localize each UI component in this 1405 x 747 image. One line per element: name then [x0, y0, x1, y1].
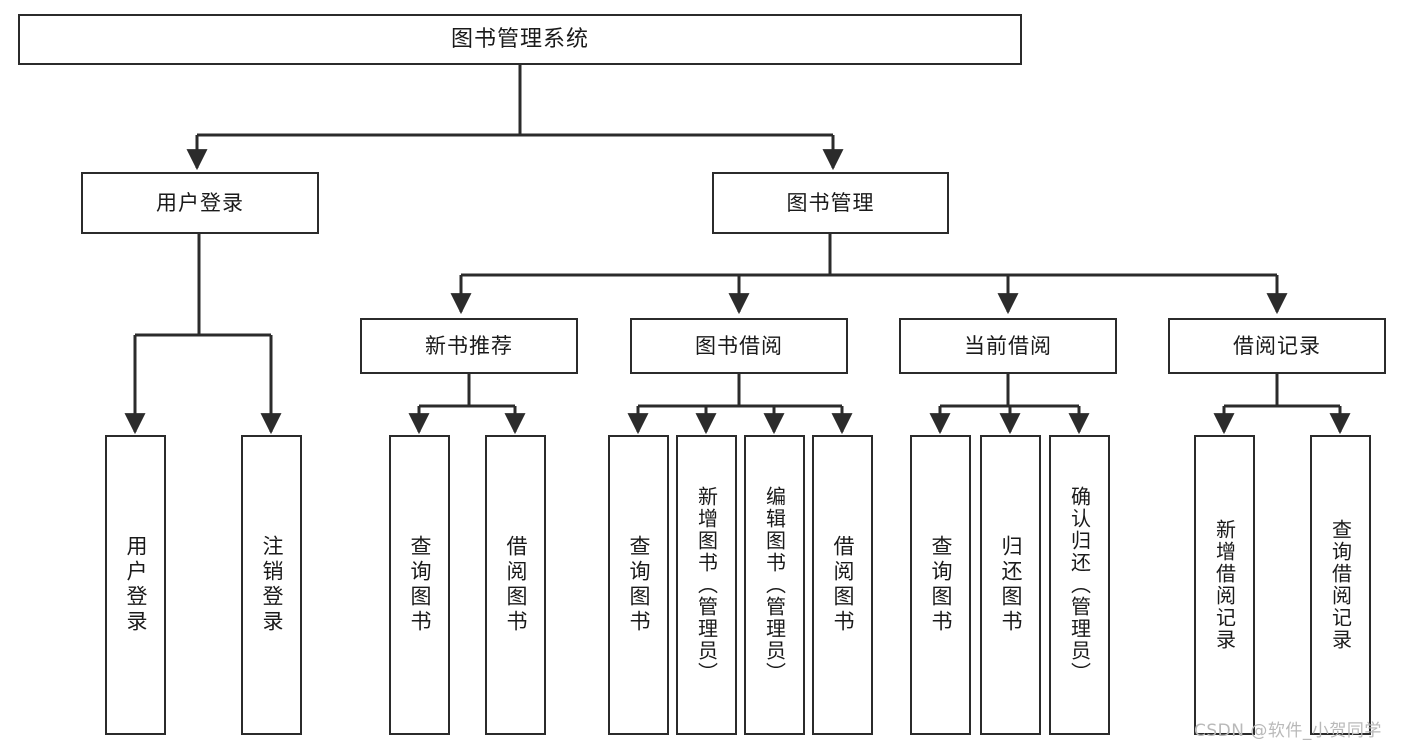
node-current-borrow[interactable]: 当前借阅: [899, 318, 1117, 374]
node-label: 新增图书（管理员）: [694, 486, 719, 684]
node-label: 图书管理: [786, 190, 875, 215]
leaf-book-borrow-edit-book-admin[interactable]: 编辑图书（管理员）: [744, 435, 805, 735]
leaf-user-login-login[interactable]: 用户登录: [105, 435, 166, 735]
node-label: 当前借阅: [964, 333, 1052, 358]
node-label: 用户登录: [124, 535, 148, 635]
node-book-management[interactable]: 图书管理: [712, 172, 949, 234]
leaf-book-borrow-borrow-book[interactable]: 借阅图书: [812, 435, 873, 735]
node-label: 注销登录: [260, 535, 284, 635]
node-label: 查询图书: [929, 535, 953, 635]
node-label: 查询借阅记录: [1328, 519, 1353, 651]
leaf-book-borrow-add-book-admin[interactable]: 新增图书（管理员）: [676, 435, 737, 735]
node-label: 借阅图书: [831, 535, 855, 635]
leaf-borrow-record-query-record[interactable]: 查询借阅记录: [1310, 435, 1371, 735]
node-label: 查询图书: [627, 535, 651, 635]
leaf-new-book-borrow-book[interactable]: 借阅图书: [485, 435, 546, 735]
leaf-current-borrow-query-book[interactable]: 查询图书: [910, 435, 971, 735]
node-user-login[interactable]: 用户登录: [81, 172, 319, 234]
node-label: 用户登录: [156, 190, 244, 215]
node-label: 确认归还（管理员）: [1067, 486, 1092, 684]
leaf-current-borrow-confirm-return-admin[interactable]: 确认归还（管理员）: [1049, 435, 1110, 735]
node-root-book-management-system[interactable]: 图书管理系统: [18, 14, 1022, 65]
leaf-new-book-query-book[interactable]: 查询图书: [389, 435, 450, 735]
csdn-watermark: CSDN @软件_小贺同学: [1194, 721, 1382, 741]
node-book-borrow[interactable]: 图书借阅: [630, 318, 848, 374]
node-label: 图书管理系统: [450, 26, 589, 52]
leaf-current-borrow-return-book[interactable]: 归还图书: [980, 435, 1041, 735]
node-label: 借阅图书: [504, 535, 528, 635]
node-new-book-recommend[interactable]: 新书推荐: [360, 318, 578, 374]
node-label: 借阅记录: [1233, 333, 1321, 358]
node-label: 新增借阅记录: [1212, 519, 1237, 651]
leaf-book-borrow-query-book[interactable]: 查询图书: [608, 435, 669, 735]
node-label: 编辑图书（管理员）: [762, 486, 787, 684]
node-borrow-record[interactable]: 借阅记录: [1168, 318, 1386, 374]
leaf-borrow-record-add-record[interactable]: 新增借阅记录: [1194, 435, 1255, 735]
leaf-user-login-logout[interactable]: 注销登录: [241, 435, 302, 735]
node-label: 查询图书: [408, 535, 432, 635]
node-label: 新书推荐: [425, 333, 513, 358]
node-label: 归还图书: [999, 535, 1023, 635]
node-label: 图书借阅: [695, 333, 783, 358]
